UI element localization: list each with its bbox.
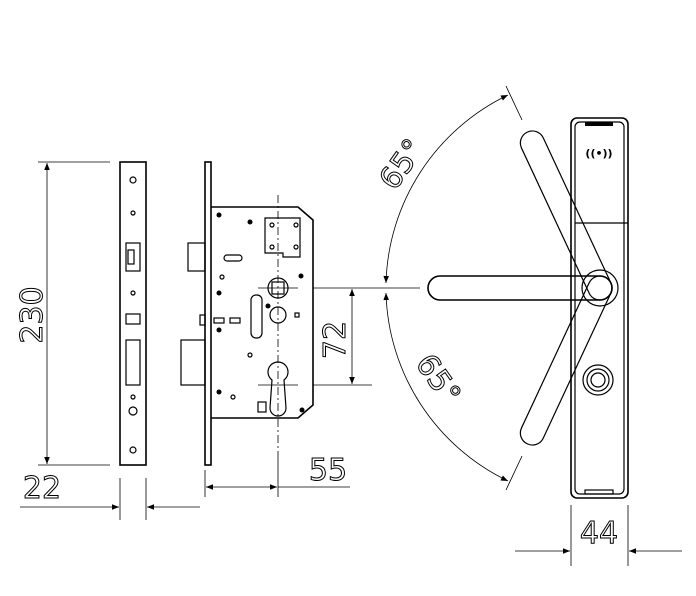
- handle-lever: [427, 130, 613, 446]
- dimension-label-44: 44: [580, 516, 618, 551]
- dimension-230: 230: [15, 161, 110, 466]
- angle-label-lower: 65°: [408, 348, 467, 412]
- dimension-label-55: 55: [309, 453, 347, 488]
- dimension-55: 55: [204, 453, 350, 497]
- dimension-22: 22: [20, 471, 200, 520]
- dimension-72: 72: [313, 287, 372, 386]
- rfid-icon: ((•)): [585, 147, 612, 160]
- dimension-44: 44: [515, 505, 682, 566]
- angle-dimensions: 65° 65°: [372, 85, 523, 491]
- faceplate-front-view: [119, 161, 147, 466]
- mortise-lock-body: [180, 161, 314, 466]
- handle-escutcheon: ((•)): [570, 117, 629, 499]
- dimension-label-22: 22: [23, 471, 61, 506]
- angle-label-upper: 65°: [373, 133, 432, 197]
- dimension-label-230: 230: [15, 286, 50, 343]
- dimension-label-72: 72: [318, 321, 353, 359]
